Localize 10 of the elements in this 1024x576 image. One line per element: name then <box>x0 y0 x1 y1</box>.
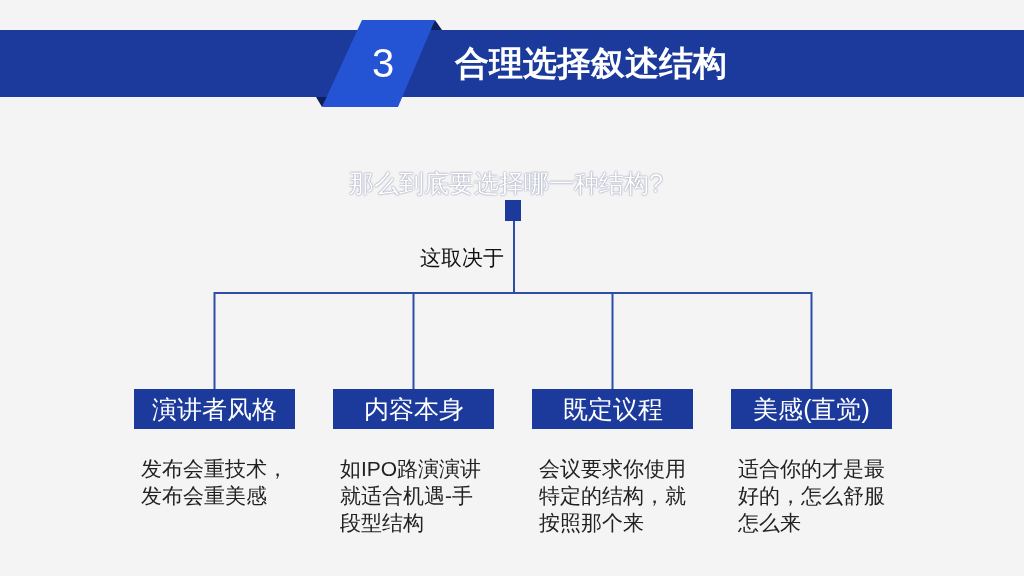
category-box: 演讲者风格 <box>134 389 295 429</box>
description-text: 适合你的才是最好的，怎么舒服怎么来 <box>738 456 886 536</box>
side-note: 这取决于 <box>420 246 504 270</box>
slide-title: 合理选择叙述结构 <box>455 43 727 84</box>
category-box: 既定议程 <box>532 389 693 429</box>
description-text: 如IPO路演演讲就适合机遇-手段型结构 <box>340 456 483 536</box>
description-text: 会议要求你使用特定的结构，就按照那个来 <box>539 456 687 536</box>
category-box: 内容本身 <box>333 389 494 429</box>
category-box: 美感(直觉) <box>731 389 892 429</box>
description-text: 发布会重技术，发布会重美感 <box>141 456 289 509</box>
